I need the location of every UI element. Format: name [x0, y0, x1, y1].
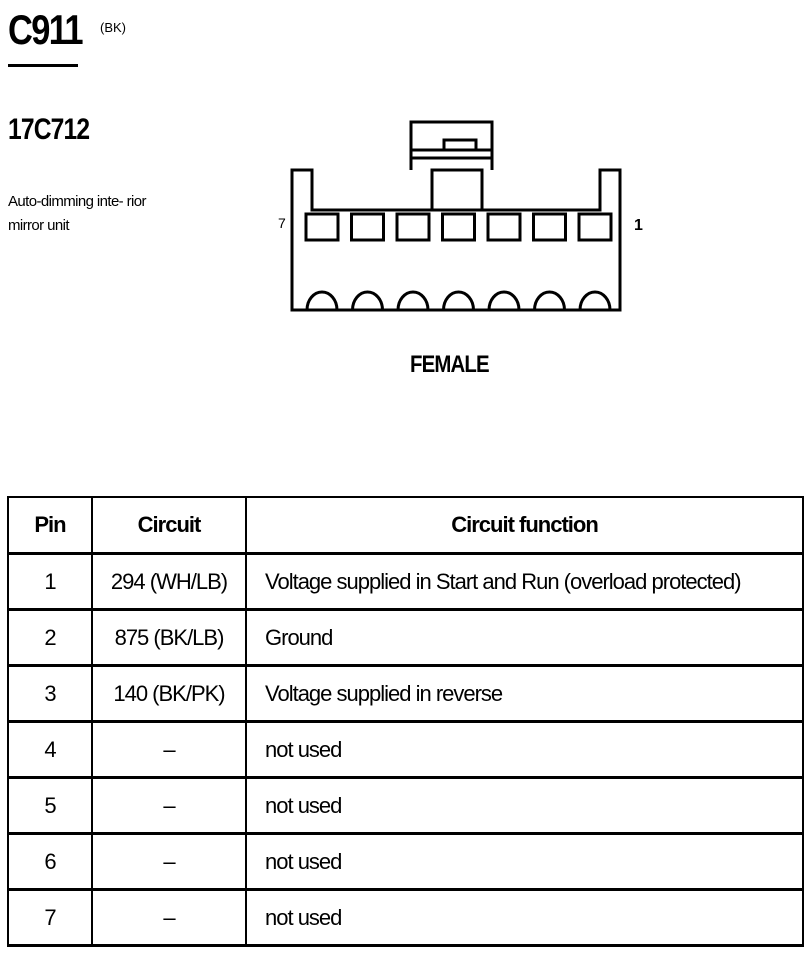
circuit-cell: – [91, 776, 247, 835]
pin-cell: 7 [7, 888, 93, 947]
circuit-function-cell: Ground [245, 608, 804, 667]
connector-housing [290, 168, 622, 312]
circuit-function-cell: Voltage supplied in reverse [245, 664, 804, 723]
circuit-function-cell: Voltage supplied in Start and Run (overl… [245, 552, 804, 611]
terminal-contact [351, 290, 384, 311]
pin-label-right: 1 [634, 217, 643, 234]
circuit-cell: 875 (BK/LB) [91, 608, 247, 667]
pin-cavity [350, 212, 385, 242]
table-row: 5 – not used [7, 776, 804, 835]
pin-cell: 2 [7, 608, 93, 667]
pin-cavity [304, 212, 340, 242]
terminal-contact [487, 290, 521, 311]
terminal-contact [305, 290, 339, 311]
pin-cavity [577, 212, 613, 242]
circuit-function-cell: not used [245, 720, 804, 779]
pin-cavity [395, 212, 431, 242]
circuit-cell: – [91, 720, 247, 779]
circuit-cell: – [91, 832, 247, 891]
connector-id: C911 [8, 6, 84, 53]
circuit-function-cell: not used [245, 776, 804, 835]
title-underline [8, 64, 78, 67]
circuit-function-cell: not used [245, 888, 804, 947]
pin-cavity [486, 212, 522, 242]
table-row: 2 875 (BK/LB) Ground [7, 608, 804, 667]
terminal-contact [442, 290, 475, 311]
terminal-contact [578, 290, 612, 311]
pin-cell: 5 [7, 776, 93, 835]
header-circuit-function: Circuit function [245, 496, 804, 555]
table-row: 1 294 (WH/LB) Voltage supplied in Start … [7, 552, 804, 611]
pin-cell: 3 [7, 664, 93, 723]
pin-cavity [532, 212, 567, 242]
terminal-contact [533, 290, 566, 311]
connector-gender-label: FEMALE [410, 351, 490, 378]
pin-cell: 6 [7, 832, 93, 891]
table-row: 7 – not used [7, 888, 804, 947]
connector-face-diagram: 7 1 [278, 120, 643, 312]
table-row: 3 140 (BK/PK) Voltage supplied in revers… [7, 664, 804, 723]
table-row: 6 – not used [7, 832, 804, 891]
pin-label-left: 7 [278, 215, 286, 231]
table-row: 4 – not used [7, 720, 804, 779]
terminal-contact [396, 290, 430, 311]
part-number: 17C712 [8, 113, 90, 146]
circuit-cell: – [91, 888, 247, 947]
connector-latch [409, 120, 494, 170]
component-description: Auto-dimming inte- rior mirror unit [8, 193, 147, 234]
pinout-table: Pin Circuit Circuit function 1 294 (WH/L… [7, 496, 804, 947]
header-pin: Pin [7, 496, 93, 555]
circuit-function-cell: not used [245, 832, 804, 891]
color-code: (BK) [100, 20, 126, 35]
circuit-cell: 294 (WH/LB) [91, 552, 247, 611]
table-header-row: Pin Circuit Circuit function [7, 496, 804, 555]
circuit-cell: 140 (BK/PK) [91, 664, 247, 723]
pin-cavity [441, 212, 476, 242]
pin-cell: 4 [7, 720, 93, 779]
pin-cell: 1 [7, 552, 93, 611]
header-circuit: Circuit [91, 496, 247, 555]
